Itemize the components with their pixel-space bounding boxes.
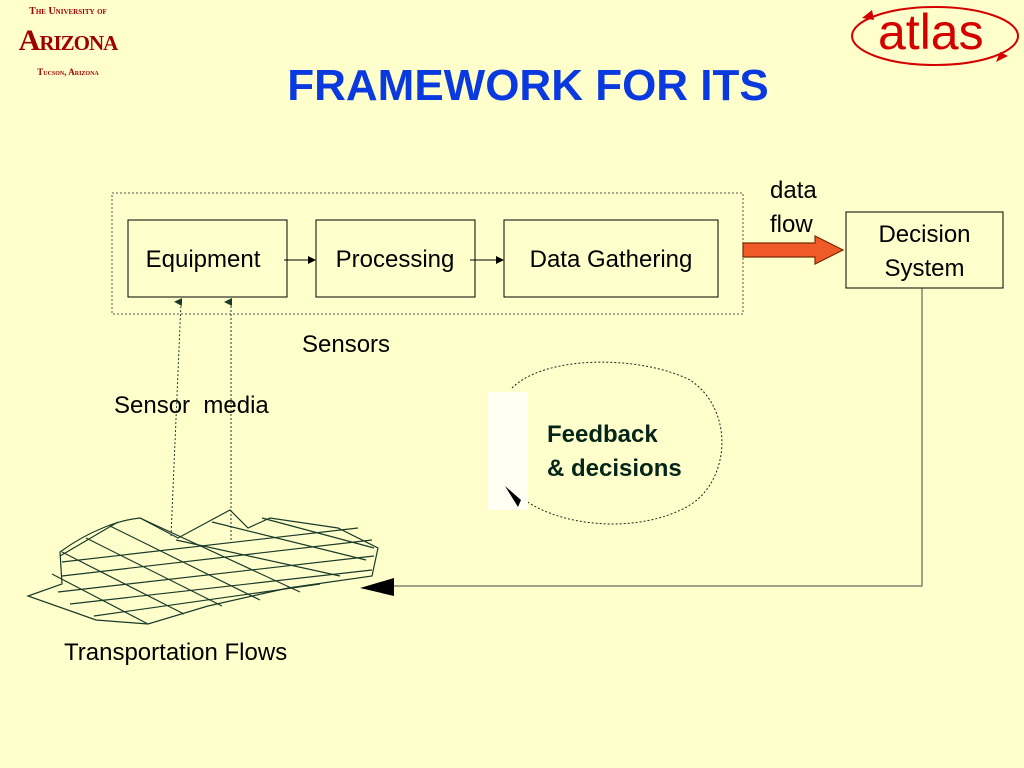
processing-label: Processing [335,246,455,273]
data-flow-label-2: flow [770,211,813,238]
transportation-flows-label: Transportation Flows [64,639,288,666]
transportation-flows-grid [26,509,379,625]
sensor-media-label: Sensor media [114,392,269,419]
data-flow-label-1: data [770,177,817,204]
decision-feedback-arrowhead-icon [360,578,394,596]
sensor-media-line-1 [170,298,183,537]
feedback-gap [488,392,528,510]
data-gathering-box [503,219,719,298]
decision-system-label-1: Decision [878,221,971,248]
atlas-arrow-left-icon [862,10,874,20]
data-flow-arrow [742,235,845,265]
data-gathering-label: Data Gathering [529,246,693,273]
atlas-brand: atlas [878,4,984,60]
decision-system-box [845,211,1004,289]
equipment-box [127,219,288,298]
decision-feedback-line [392,288,923,587]
sensors-label: Sensors [302,331,391,358]
logo-line-2: Arizona [18,24,119,57]
logo-line-3: Tucson, Arizona [37,67,99,77]
decision-system-label-2: System [884,255,965,282]
feedback-arrowhead-icon [505,486,521,507]
feedback-label-1: Feedback [547,421,658,448]
atlas-arrow-right-icon [996,52,1008,62]
logo-line-1: The University of [29,6,107,17]
equipment-label: Equipment [145,246,261,273]
university-logo: The University of Arizona Tucson, Arizon… [0,0,140,90]
atlas-ellipse [851,6,1019,66]
processing-box [315,219,476,298]
feedback-loop [511,361,723,525]
page-title: FRAMEWORK FOR ITS [287,61,769,110]
feedback-label-2: & decisions [547,455,682,482]
